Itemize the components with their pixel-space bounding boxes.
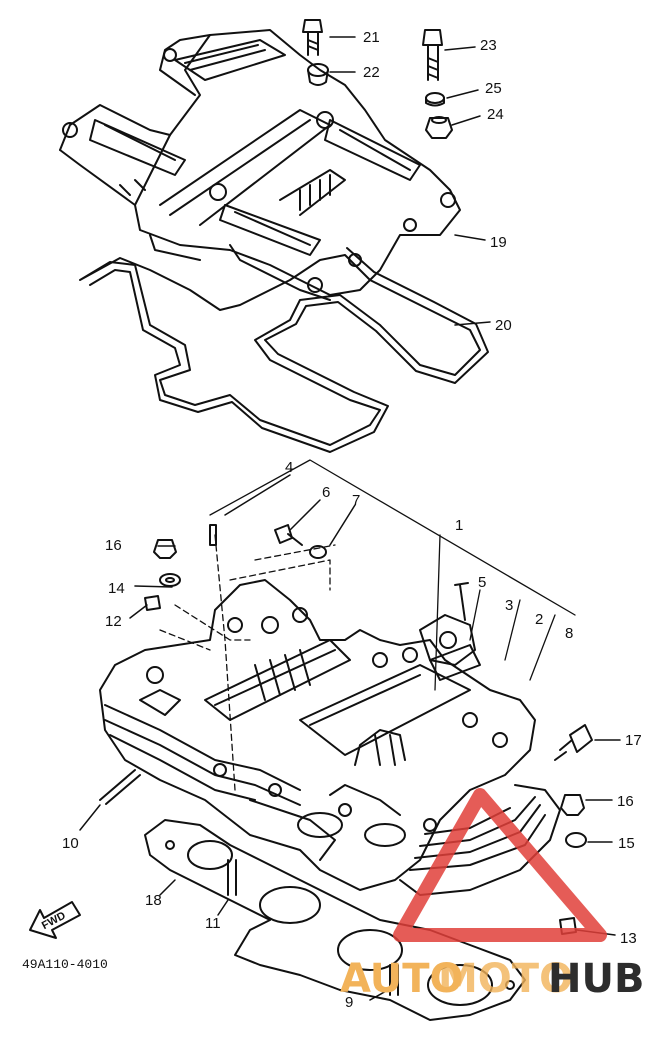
callout-14: 14 (108, 580, 125, 597)
cylinder-head (99, 579, 561, 896)
cylinder-head-gasket (144, 819, 526, 1021)
callout-24: 24 (487, 106, 504, 123)
watermark-moto: MOTO (438, 956, 573, 1002)
callout-22: 22 (363, 64, 380, 81)
callout-20: 20 (495, 317, 512, 334)
callout-6: 6 (322, 484, 330, 501)
watermark-hub: HUB (548, 956, 644, 1002)
watermark-triangle-icon (393, 788, 607, 942)
callout-11: 11 (205, 915, 221, 932)
callout-13: 13 (620, 930, 637, 947)
callout-2: 2 (535, 611, 543, 628)
fwd-arrow-icon (29, 901, 81, 939)
callout-18: 18 (145, 892, 162, 909)
callout-23: 23 (480, 37, 497, 54)
drawing-code: 49A110-4010 (22, 957, 108, 972)
callout-19: 19 (490, 234, 507, 251)
cover-bolt-21 (302, 19, 323, 56)
washer-15 (565, 832, 587, 848)
callout-10: 10 (62, 835, 79, 852)
callout-21: 21 (363, 29, 380, 46)
stud-bolt-9 (389, 964, 399, 996)
cylinder-head-cover (59, 29, 461, 301)
callout-16-right: 16 (617, 793, 634, 810)
callout-17: 17 (625, 732, 642, 749)
callout-25: 25 (485, 80, 502, 97)
spark-plug-17 (554, 724, 593, 761)
washer-7 (309, 545, 327, 559)
washer-14 (159, 573, 181, 587)
stud-bolt-10 (99, 769, 141, 805)
callout-12: 12 (105, 613, 122, 630)
callout-15: 15 (618, 835, 635, 852)
nut-12 (144, 595, 161, 611)
dowel-pin-4 (209, 524, 217, 546)
callout-4: 4 (285, 459, 293, 476)
callout-16-left: 16 (105, 537, 122, 554)
washer-25 (425, 92, 445, 107)
cap-nut-16-left (153, 539, 177, 559)
callout-5: 5 (478, 574, 486, 591)
stud-bolt-11 (227, 859, 237, 896)
callout-8: 8 (565, 625, 573, 642)
callout-3: 3 (505, 597, 513, 614)
callout-7: 7 (352, 492, 360, 509)
grommet-22 (307, 63, 329, 86)
bolt-6 (274, 524, 303, 546)
dashed-guides (159, 534, 336, 791)
callout-9: 9 (345, 994, 353, 1011)
cover-bolt-23 (422, 29, 443, 81)
cap-nut-24 (425, 116, 453, 139)
head-cover-gasket (79, 247, 489, 453)
reference-lines (209, 459, 576, 691)
watermark-auto: AUTO (340, 956, 464, 1002)
camshaft-cap (419, 582, 476, 666)
callout-1: 1 (455, 517, 463, 534)
callout-labels: 21 22 23 25 24 19 20 4 6 7 1 5 3 2 8 16 … (62, 29, 642, 1011)
cap-nut-16-right (560, 794, 585, 816)
automotohub-watermark: AUTO MOTO HUB (340, 788, 644, 1002)
leader-lines (79, 36, 621, 1001)
